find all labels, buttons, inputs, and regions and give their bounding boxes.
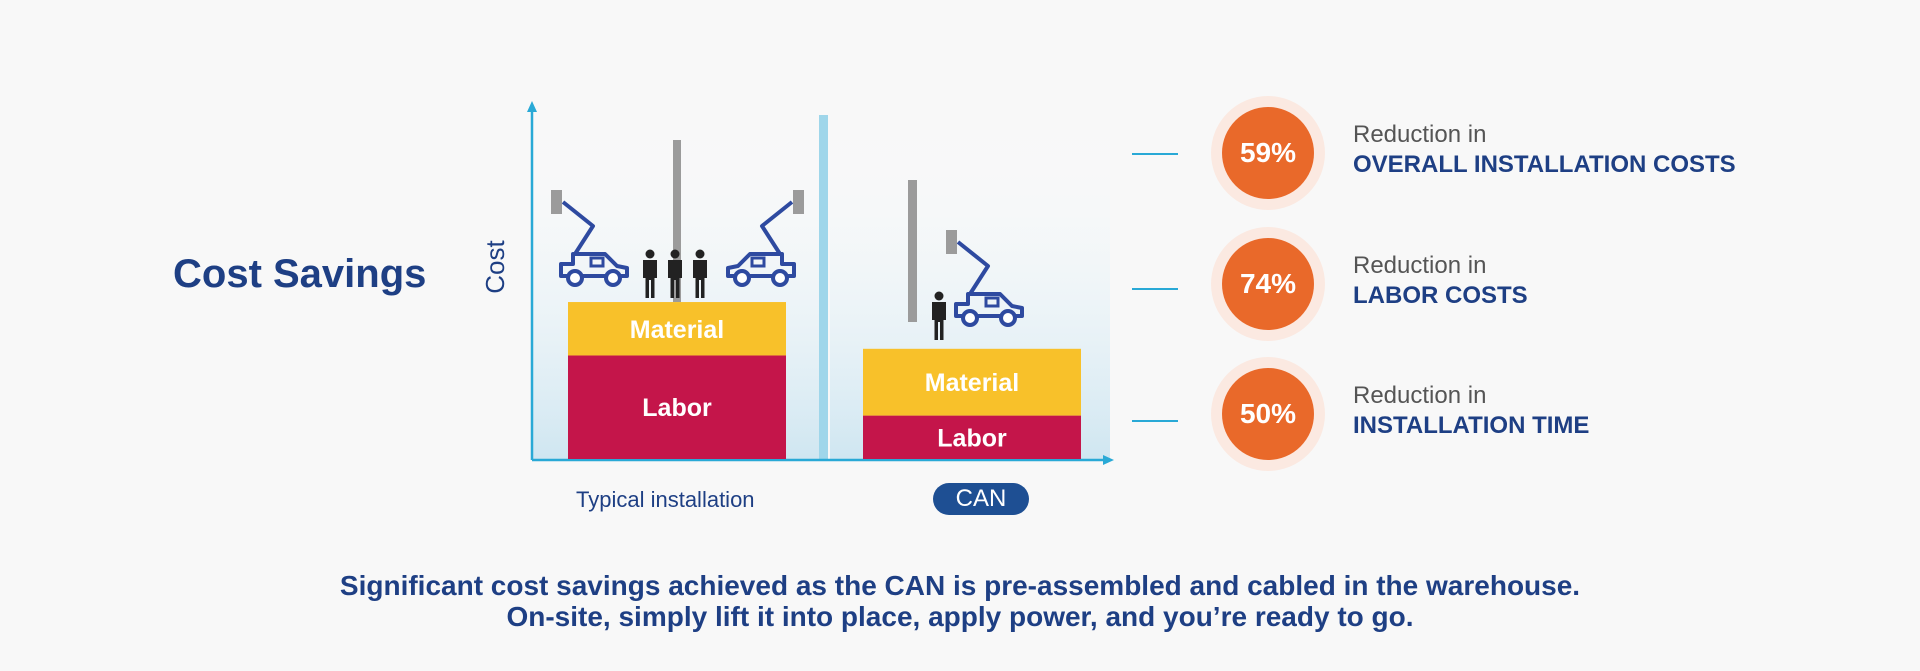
stat-text: Reduction in INSTALLATION TIME <box>1353 381 1589 441</box>
stat-prefix: Reduction in <box>1353 252 1487 279</box>
stat-prefix: Reduction in <box>1353 382 1487 409</box>
bar-label-labor-0: Labor <box>642 394 712 422</box>
stat-label: LABOR COSTS <box>1353 282 1528 309</box>
stat-text: Reduction in LABOR COSTS <box>1353 251 1528 311</box>
stat-badge: 74% <box>1211 227 1325 341</box>
x-axis-arrow <box>1103 455 1114 465</box>
stat-prefix: Reduction in <box>1353 121 1487 148</box>
y-axis-label: Cost <box>480 239 510 293</box>
page-title: Cost Savings <box>173 252 427 296</box>
bar-label-material-1: Material <box>925 369 1019 397</box>
x-tick-can: CAN <box>933 483 1029 515</box>
bar-material-0 <box>568 302 786 356</box>
stat-badge: 50% <box>1211 357 1325 471</box>
stat-label: INSTALLATION TIME <box>1353 412 1590 439</box>
stat-value: 50% <box>1222 368 1314 460</box>
stat-badge: 59% <box>1211 96 1325 210</box>
footer-caption: Significant cost savings achieved as the… <box>0 570 1920 632</box>
stat-value: 59% <box>1222 107 1314 199</box>
stat-text: Reduction in OVERALL INSTALLATION COSTS <box>1353 120 1736 180</box>
footer-line-2: On-site, simply lift it into place, appl… <box>506 601 1414 632</box>
y-axis-arrow <box>527 101 537 112</box>
bar-label-material-0: Material <box>630 316 724 344</box>
stat-label: OVERALL INSTALLATION COSTS <box>1353 151 1736 178</box>
x-tick-typical-installation: Typical installation <box>576 487 755 512</box>
utility-pole-icon <box>673 140 681 302</box>
stat-value: 74% <box>1222 238 1314 330</box>
bar-labor-0 <box>568 355 786 459</box>
bar-labor-1 <box>863 415 1081 459</box>
utility-pole-icon <box>908 180 917 322</box>
bar-material-1 <box>863 348 1081 416</box>
footer-line-1: Significant cost savings achieved as the… <box>339 570 1581 601</box>
divider-bar <box>819 115 828 460</box>
bar-label-labor-1: Labor <box>937 424 1007 452</box>
